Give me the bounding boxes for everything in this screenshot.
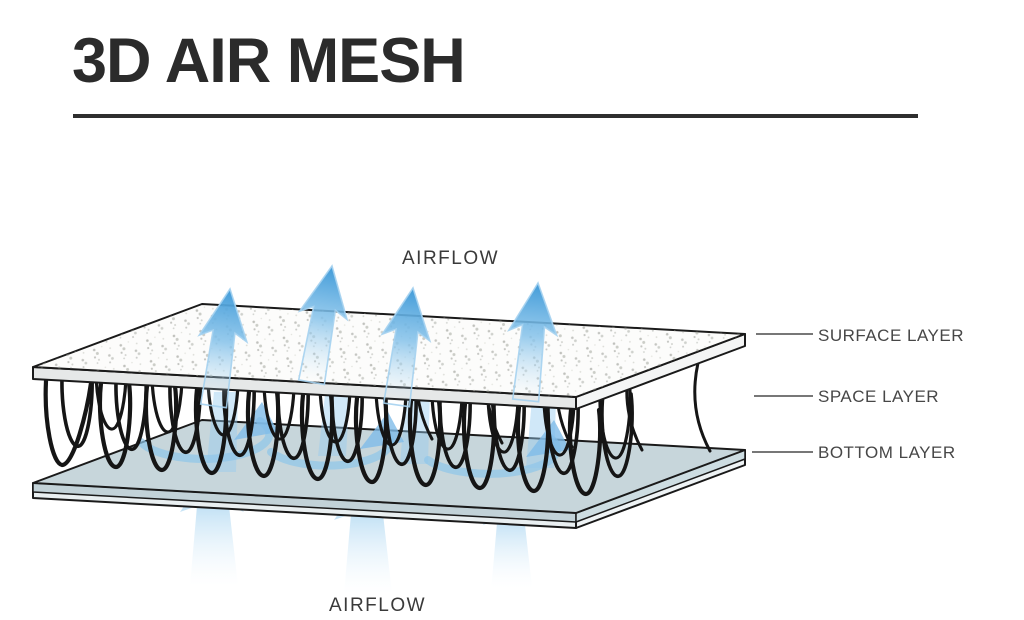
page-title: 3D AIR MESH: [72, 26, 466, 96]
label-connector-lines: [752, 333, 813, 453]
space-layer-label: SPACE LAYER: [818, 387, 940, 406]
bottom-layer-label: BOTTOM LAYER: [818, 443, 956, 462]
air-column: [206, 392, 238, 472]
airflow-bottom-label: AIRFLOW: [329, 595, 427, 616]
airflow-top-label: AIRFLOW: [402, 248, 500, 269]
title-underline: [73, 114, 918, 118]
surface-layer-label: SURFACE LAYER: [818, 326, 965, 345]
